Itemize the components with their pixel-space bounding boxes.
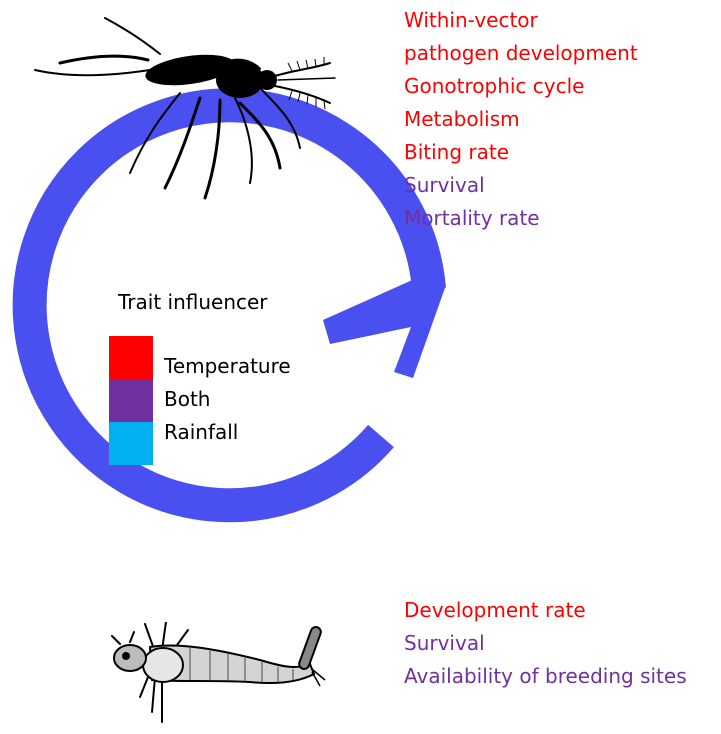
trait-breeding-sites: Availability of breeding sites [404,660,687,693]
legend-label-temperature: Temperature [164,350,291,383]
trait-pathogen-development: pathogen development [404,37,638,70]
legend-title: Trait influencer [118,290,268,314]
trait-development-rate: Development rate [404,594,687,627]
adult-trait-list: Within-vector pathogen development Gonot… [404,4,638,235]
legend-labels: Temperature Both Rainfall [164,350,291,449]
trait-biting-rate: Biting rate [404,136,638,169]
trait-adult-survival: Survival [404,169,638,202]
trait-larva-survival: Survival [404,627,687,660]
trait-mortality-rate: Mortality rate [404,202,638,235]
mosquito-icon [30,8,360,208]
mosquito-larva-icon [100,622,340,732]
legend-label-both: Both [164,383,291,416]
trait-within-vector: Within-vector [404,4,638,37]
legend-label-rainfall: Rainfall [164,416,291,449]
legend-swatch-temperature [109,336,153,379]
trait-gonotrophic-cycle: Gonotrophic cycle [404,70,638,103]
legend-swatch-rainfall [109,422,153,465]
legend-swatches [109,336,153,465]
larva-trait-list: Development rate Survival Availability o… [404,594,687,693]
trait-metabolism: Metabolism [404,103,638,136]
legend-swatch-both [109,379,153,422]
